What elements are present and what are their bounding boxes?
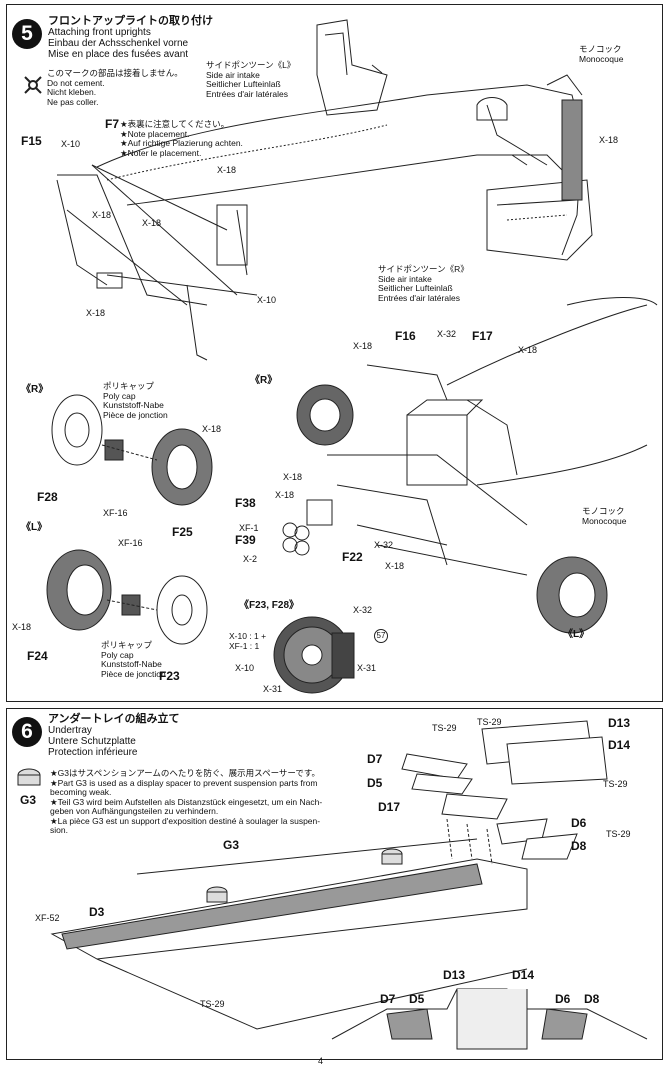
part-d17: D17 [378, 800, 401, 814]
part-f25: F25 [172, 525, 193, 539]
screw-x32: X-32 [437, 329, 457, 339]
screw-x18: X-18 [217, 165, 237, 175]
part-d13: D13 [608, 716, 631, 730]
part-f24: F24 [27, 649, 48, 663]
f7-placement-note: ★表裏に注意してください。★Note placement. ★Auf richt… [120, 119, 243, 158]
screw-x32: X-32 [353, 605, 373, 615]
side-intake-right-caption: サイドポンツーン《R》Side air intake Seitlicher Lu… [378, 264, 469, 303]
side-l2-label: 《L》 [563, 629, 590, 640]
part-d7: D7 [367, 752, 383, 766]
side-l-label: 《L》 [21, 522, 48, 533]
screw-x18: X-18 [353, 341, 373, 351]
paint-xf1: XF-1 [239, 523, 259, 533]
part-d7-bottom: D7 [380, 992, 396, 1006]
screw-x31: X-31 [357, 663, 377, 673]
decal-number-badge: 57 [374, 629, 388, 643]
side-r-label: 《R》 [21, 384, 49, 395]
part-d13-bottom: D13 [443, 968, 466, 982]
screw-x18: X-18 [275, 490, 295, 500]
part-f16: F16 [395, 329, 416, 343]
part-f22: F22 [342, 550, 363, 564]
step5-illustration [24, 19, 658, 694]
screw-x18: X-18 [518, 345, 538, 355]
screw-x18: X-18 [92, 210, 112, 220]
side-intake-left-caption: サイドポンツーン《L》Side air intake Seitlicher Lu… [206, 60, 296, 99]
part-d6: D6 [571, 816, 587, 830]
step5-panel: 5 フロントアップライトの取り付け Attaching front uprigh… [6, 4, 663, 702]
no-cement-note: このマークの部品は接着しません。Do not cement. Nicht kle… [47, 68, 183, 107]
screw-ts29: TS-29 [477, 717, 502, 727]
screw-x18: X-18 [283, 472, 303, 482]
part-f23: F23 [159, 669, 180, 683]
screw-x18: X-18 [142, 218, 162, 228]
screw-x10: X-10 [61, 139, 81, 149]
screw-ts29: TS-29 [200, 999, 225, 1009]
screw-x31: X-31 [263, 684, 283, 694]
screw-x10: X-10 [257, 295, 277, 305]
screw-x32: X-32 [374, 540, 394, 550]
part-d6-bottom: D6 [555, 992, 571, 1006]
screw-ts29: TS-29 [432, 723, 457, 733]
screw-ts29: TS-29 [603, 779, 628, 789]
part-d14: D14 [608, 738, 631, 752]
screw-x18: X-18 [385, 561, 405, 571]
paint-x2: X-2 [243, 554, 258, 564]
part-f38: F38 [235, 496, 256, 510]
subassembly-title: 《F23, F28》 [239, 600, 300, 611]
part-f17: F17 [472, 329, 493, 343]
step-number: 6 [12, 717, 42, 747]
no-cement-icon [24, 76, 42, 94]
step-title: フロントアップライトの取り付け Attaching front uprights… [48, 15, 213, 61]
part-f39: F39 [235, 533, 256, 547]
g3-spacer-note: ★G3はサスペンションアームのへたりを防ぐ、展示用スペーサーです。★Part G… [50, 768, 323, 835]
step-number: 5 [12, 19, 42, 49]
screw-x18: X-18 [599, 135, 619, 145]
part-f7: F7 [105, 117, 120, 131]
part-d14-bottom: D14 [512, 968, 535, 982]
part-g3: G3 [223, 838, 240, 852]
paint-mix-ratio: X-10 : 1 +XF-1 : 1 [229, 631, 267, 651]
screw-x18: X-18 [202, 424, 222, 434]
paint-xf52: XF-52 [35, 913, 60, 923]
part-d3: D3 [89, 905, 105, 919]
step6-panel: 6 アンダートレイの組み立て Undertray Untere Schutzpl… [6, 708, 663, 1060]
part-f15: F15 [21, 134, 42, 148]
side-r2-label: 《R》 [250, 375, 278, 386]
screw-x18: X-18 [86, 308, 106, 318]
part-d8-bottom: D8 [584, 992, 600, 1006]
paint-xf16: XF-16 [118, 538, 143, 548]
screw-x18: X-18 [12, 622, 32, 632]
screw-x10: X-10 [235, 663, 255, 673]
step6-illustration [17, 720, 648, 1050]
step-title: アンダートレイの組み立て Undertray Untere Schutzplat… [48, 713, 180, 759]
paint-xf16: XF-16 [103, 508, 128, 518]
part-f28: F28 [37, 490, 58, 504]
screw-ts29: TS-29 [606, 829, 631, 839]
part-d5: D5 [367, 776, 383, 790]
part-g3-legend: G3 [20, 793, 37, 807]
part-d5-bottom: D5 [409, 992, 425, 1006]
part-d8: D8 [571, 839, 587, 853]
page-number: 4 [318, 1056, 324, 1066]
